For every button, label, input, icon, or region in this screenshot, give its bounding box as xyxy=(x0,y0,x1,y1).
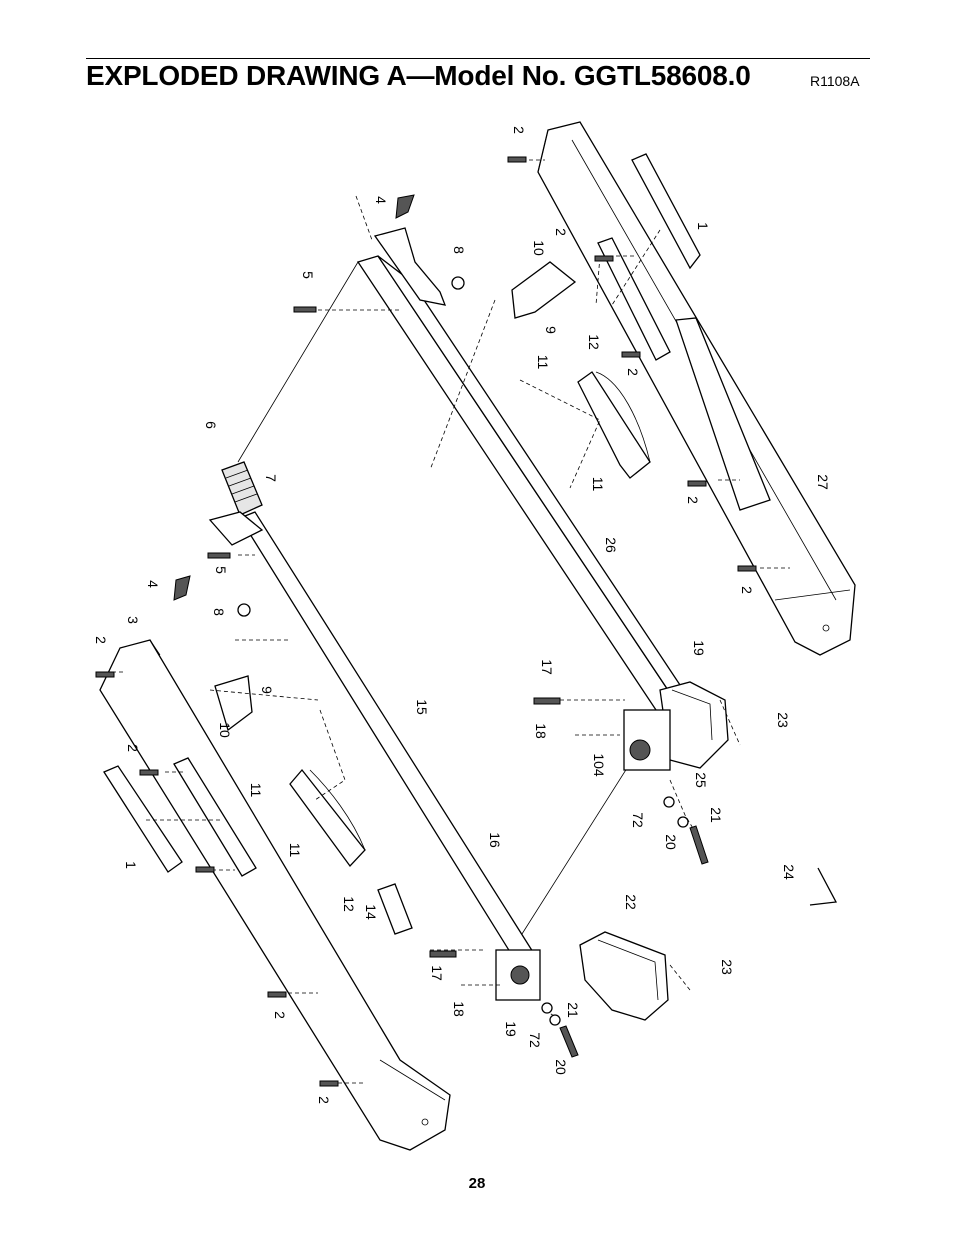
left-rail-plate xyxy=(173,757,257,877)
callout-label: 24 xyxy=(781,864,797,880)
callout-label: 4 xyxy=(145,580,161,588)
callout-label: 6 xyxy=(203,421,219,429)
callout-label: 1 xyxy=(695,222,711,230)
callout-label: 12 xyxy=(586,334,602,350)
wheel-left xyxy=(495,949,541,1001)
callout-label: 104 xyxy=(591,753,607,777)
drawing-code: R1108A xyxy=(810,73,860,89)
right-rail-cover xyxy=(675,317,771,511)
callout-label: 11 xyxy=(535,355,551,370)
callout-label: 2 xyxy=(685,496,701,504)
callout-label: 2 xyxy=(316,1096,332,1104)
callout-label: 10 xyxy=(531,240,547,256)
callout-label: 26 xyxy=(603,537,619,553)
callout-label: 2 xyxy=(511,126,527,134)
callout-label: 2 xyxy=(93,636,109,644)
fasteners xyxy=(95,156,757,1087)
callout-label: 8 xyxy=(211,608,227,616)
wheel-right xyxy=(623,709,671,771)
callout-label: 18 xyxy=(451,1001,467,1017)
callout-label: 5 xyxy=(300,271,316,279)
callout-label: 19 xyxy=(691,640,707,656)
callout-label: 11 xyxy=(287,843,303,858)
callout-label: 27 xyxy=(815,474,831,490)
left-rail-insert xyxy=(103,765,183,873)
callout-label: 20 xyxy=(663,834,679,850)
end-cap-left xyxy=(579,931,669,1021)
callout-label: 2 xyxy=(625,368,641,376)
callout-label: 1 xyxy=(123,861,139,869)
callout-label: 2 xyxy=(125,744,141,752)
callout-label: 23 xyxy=(719,959,735,975)
right-rail-plate xyxy=(597,237,671,361)
handle-left xyxy=(289,768,366,868)
callout-label: 8 xyxy=(451,246,467,254)
bracket-left xyxy=(214,675,253,732)
callout-label: 17 xyxy=(539,659,555,675)
callout-label: 19 xyxy=(503,1021,519,1037)
callout-label: 15 xyxy=(414,699,430,715)
callout-label: 4 xyxy=(373,196,389,204)
callout-label: 11 xyxy=(248,783,264,798)
leader-lines xyxy=(112,159,790,1084)
callout-label: 72 xyxy=(527,1032,543,1048)
callout-label: 3 xyxy=(125,616,141,624)
header-rule xyxy=(86,58,870,59)
callout-label: 16 xyxy=(487,832,503,848)
right-rail-insert xyxy=(631,153,701,270)
callout-label: 17 xyxy=(429,965,445,981)
callout-label: 20 xyxy=(553,1059,569,1075)
front-plate-left xyxy=(208,511,264,546)
callout-label: 23 xyxy=(775,712,791,728)
handle-right xyxy=(577,371,651,479)
callout-label: 22 xyxy=(623,894,639,910)
callout-label: 9 xyxy=(259,686,275,694)
callout-label: 21 xyxy=(708,807,724,823)
callout-label: 12 xyxy=(341,896,357,912)
bracket-right xyxy=(511,261,577,319)
callout-label: 2 xyxy=(553,228,569,236)
page-title: EXPLODED DRAWING A—Model No. GGTL58608.0 xyxy=(86,60,751,91)
callout-label: 11 xyxy=(590,477,606,492)
callout-label: 72 xyxy=(630,812,646,828)
callout-label: 14 xyxy=(363,904,379,920)
callout-label: 9 xyxy=(543,326,559,334)
page-number: 28 xyxy=(468,1175,486,1192)
callout-label: 2 xyxy=(739,586,755,594)
front-plate-right xyxy=(373,227,447,306)
callout-label: 5 xyxy=(213,566,229,574)
safety-key xyxy=(809,867,838,906)
sticker xyxy=(377,883,413,935)
callout-label: 2 xyxy=(272,1011,288,1019)
callout-label: 25 xyxy=(693,772,709,788)
callout-label: 21 xyxy=(565,1002,581,1018)
front-roller xyxy=(221,461,263,516)
callout-label: 18 xyxy=(533,723,549,739)
callout-label: 10 xyxy=(217,722,233,738)
callout-label: 7 xyxy=(263,474,279,482)
